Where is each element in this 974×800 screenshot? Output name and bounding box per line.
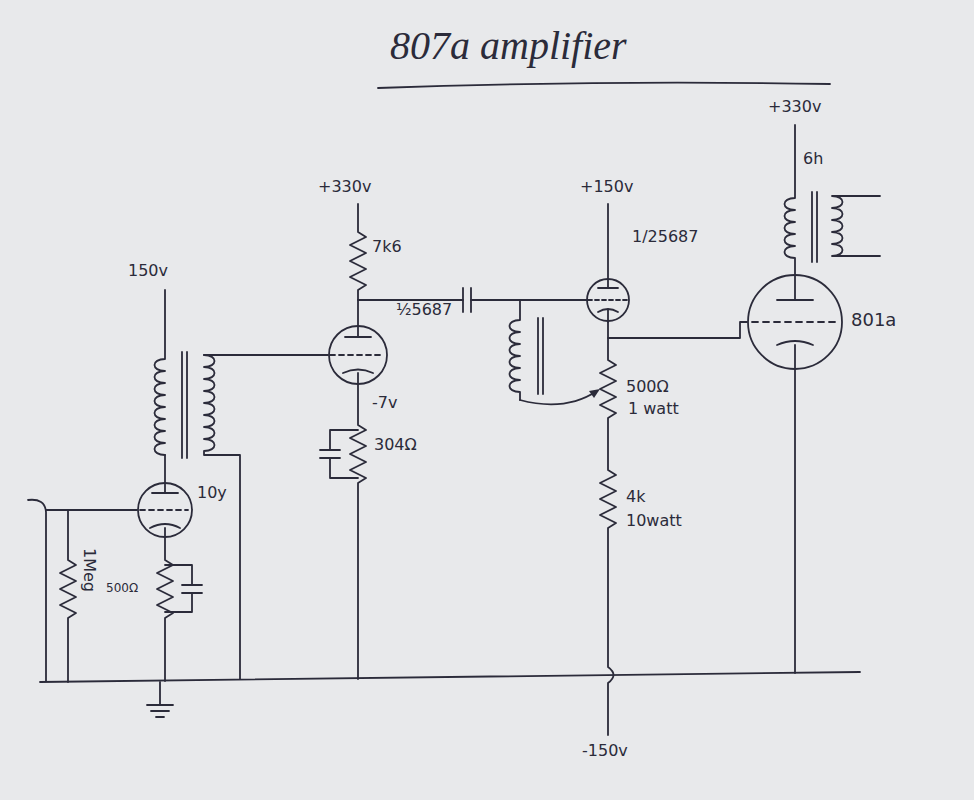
wire — [794, 345, 796, 673]
tube-circle — [587, 279, 629, 321]
capacitor-symbol — [165, 565, 202, 612]
transformer-primary — [155, 290, 166, 455]
capacitor-symbol — [463, 288, 471, 312]
component-value: 150v — [128, 262, 168, 280]
choke-core — [538, 318, 543, 394]
ground-symbol — [147, 682, 173, 717]
component-value: 304Ω — [374, 436, 417, 454]
wire — [471, 299, 588, 301]
tube-circle — [748, 275, 842, 369]
component-value: 4k — [626, 488, 645, 506]
tube-outline — [328, 325, 388, 385]
ground-rail — [40, 672, 860, 682]
component-value: +330v — [318, 178, 371, 196]
component-value: 7k6 — [372, 238, 402, 256]
component-value: +150v — [580, 178, 633, 196]
tube-envelope: 10y — [137, 482, 193, 538]
resistor-symbol — [157, 528, 173, 681]
component-value: 6h — [803, 150, 823, 168]
grid-choke — [510, 300, 521, 400]
choke-core — [812, 192, 817, 262]
tube-label: 1/25687 — [632, 228, 698, 246]
tube-label: 10y — [197, 484, 227, 502]
component-value: +330v — [768, 98, 821, 116]
tube-grid — [330, 354, 384, 356]
pot-wiper — [520, 391, 597, 404]
transformer-core — [182, 352, 187, 458]
resistor-symbol — [350, 373, 366, 679]
signal-wire — [608, 322, 747, 338]
tube-outline — [586, 278, 630, 322]
component-value: 1Meg — [80, 548, 98, 592]
tube-label: 801a — [851, 310, 896, 330]
resistor-symbol — [60, 510, 76, 682]
wire — [204, 354, 328, 356]
title-underline — [378, 83, 830, 88]
tube-envelope: 1/25687 — [586, 278, 630, 322]
component-value: -150v — [582, 742, 628, 760]
tube-envelope: ½5687 — [328, 325, 388, 385]
tube-grid — [140, 509, 188, 511]
wire — [607, 204, 609, 288]
arrowhead — [589, 389, 600, 398]
diagram-title: 807a amplifier — [390, 24, 627, 68]
component-value: 1 watt — [628, 400, 679, 418]
output-choke — [785, 125, 796, 300]
tube-grid — [752, 321, 838, 323]
tube-label: ½5687 — [396, 301, 452, 319]
resistor-symbol — [600, 338, 616, 735]
tube-outline — [747, 274, 843, 370]
component-value: 10watt — [626, 512, 682, 530]
capacitor-symbol — [320, 430, 358, 478]
tube-circle — [138, 483, 192, 537]
tube-circle — [329, 326, 387, 384]
tube-grid — [588, 299, 628, 301]
transformer-secondary — [204, 355, 240, 679]
tube-outline — [137, 482, 193, 538]
tube-envelope: 801a — [747, 274, 843, 370]
wire — [164, 455, 166, 493]
component-value: 500Ω — [106, 582, 138, 595]
component-value: -7v — [372, 394, 397, 412]
resistor-symbol — [350, 204, 366, 337]
output-winding — [832, 196, 880, 256]
component-value: 500Ω — [626, 378, 669, 396]
